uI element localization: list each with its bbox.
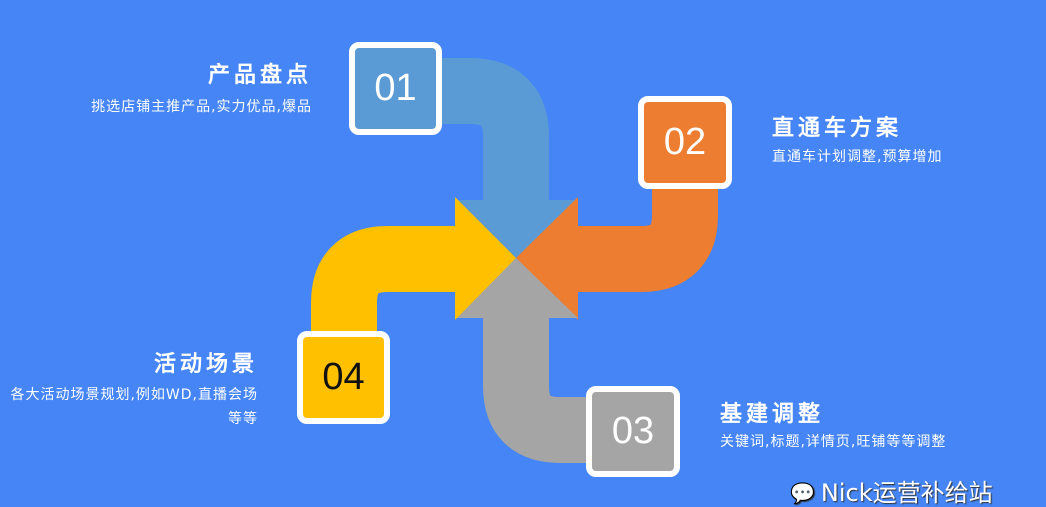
watermark: 💬 Nick运营补给站: [790, 480, 993, 506]
step-03-desc: 关键词,标题,详情页,旺铺等等调整: [720, 434, 947, 450]
step-03-title: 基建调整: [720, 402, 825, 427]
step-02-badge: 02: [638, 96, 732, 189]
arrow-01-head: [455, 200, 578, 258]
arrow-02-body: [576, 187, 718, 292]
step-02-desc: 直通车计划调整,预算增加: [772, 149, 943, 165]
arrow-04-body: [311, 226, 457, 333]
step-04-title: 活动场景: [153, 352, 258, 377]
step-03-badge: 03: [586, 386, 680, 477]
step-01-badge: 01: [349, 42, 442, 135]
wechat-icon: 💬: [790, 481, 815, 505]
arrow-03-body: [483, 316, 588, 463]
arrow-01-body: [440, 58, 549, 202]
arrow-02-head: [516, 197, 578, 320]
step-04-badge: 04: [297, 331, 390, 424]
step-01-desc: 挑选店铺主推产品,实力优品,爆品: [91, 99, 312, 115]
watermark-text: Nick运营补给站: [820, 479, 993, 507]
step-01-title: 产品盘点: [207, 63, 312, 88]
step-04-desc: 各大活动场景规划,例如WD,直播会场等等: [10, 387, 258, 427]
arrow-04-head: [455, 197, 516, 320]
arrow-03-head: [455, 258, 578, 318]
step-02-title: 直通车方案: [772, 116, 903, 141]
